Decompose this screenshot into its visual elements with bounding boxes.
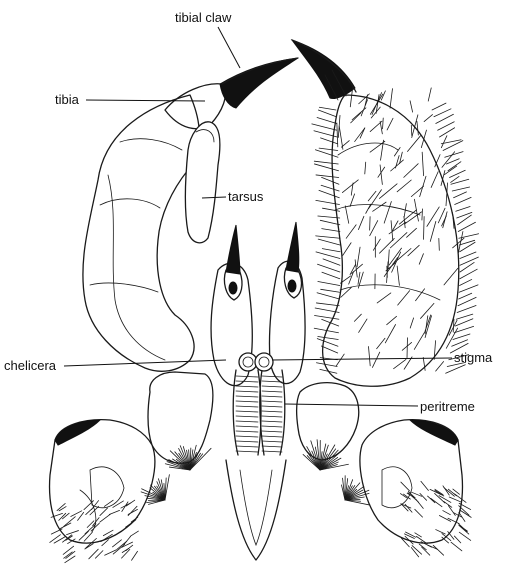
tibial-claw-shape [220,58,298,108]
label-stigma: stigma [272,350,493,365]
tibia-label: tibia [55,92,80,107]
tibial-claw-label: tibial claw [175,10,232,25]
peritreme-label: peritreme [420,399,475,414]
tarsus-shape [185,122,220,243]
label-chelicera: chelicera [4,358,226,373]
stigma-label: stigma [454,350,493,365]
label-tibial-claw: tibial claw [175,10,240,68]
left-pedipalp [83,58,298,463]
right-pedipalp [292,40,479,460]
chelicera-label: chelicera [4,358,57,373]
tarsus-label: tarsus [228,189,264,204]
